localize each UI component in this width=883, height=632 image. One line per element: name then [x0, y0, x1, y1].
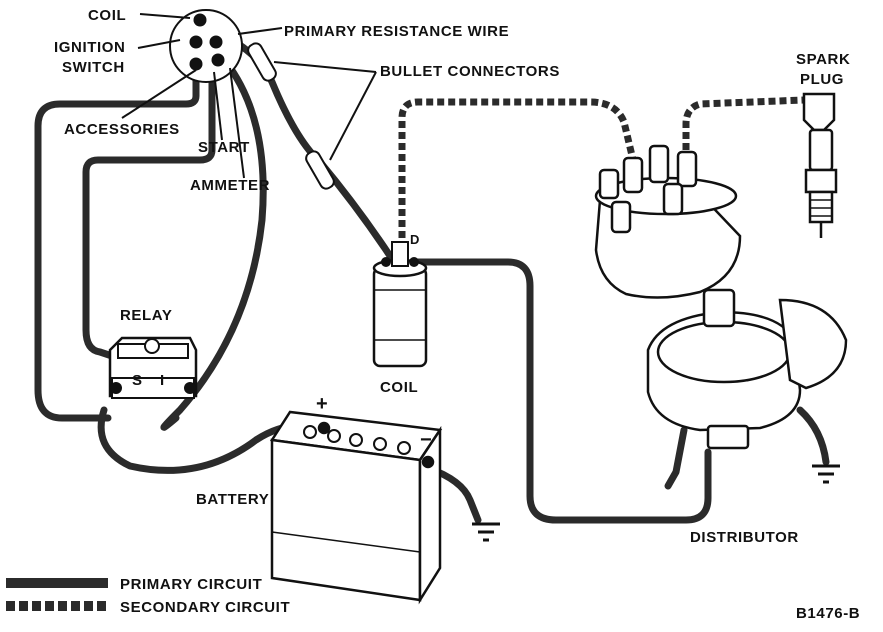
label-start: START — [198, 139, 250, 156]
legend: PRIMARY CIRCUIT SECONDARY CIRCUIT — [6, 576, 290, 616]
legend-primary-label: PRIMARY CIRCUIT — [120, 576, 262, 593]
accessories-wire — [34, 66, 200, 422]
battery-plus-sign: + — [316, 393, 328, 415]
spark-plug — [802, 92, 838, 238]
switch-terminal-coil — [193, 13, 207, 27]
coil-distributor-wire — [412, 258, 712, 524]
cap-tower-5 — [610, 200, 632, 234]
label-distributor: DISTRIBUTOR — [690, 529, 799, 546]
distributor-ground-wire — [796, 406, 830, 466]
start-wire — [82, 66, 216, 362]
relay-s-terminal: S — [132, 372, 143, 389]
bullet-connector-upper — [247, 42, 277, 82]
cap-tower-4 — [676, 150, 698, 188]
bullet-connectors — [247, 42, 335, 190]
legend-primary-swatch — [6, 578, 108, 588]
battery — [269, 410, 443, 605]
label-switch: SWITCH — [62, 59, 125, 76]
secondary-wires — [398, 96, 805, 238]
label-primary-resistance-wire: PRIMARY RESISTANCE WIRE — [284, 23, 509, 40]
battery-minus-sign: − — [420, 429, 432, 451]
distributor-ground-symbol — [812, 464, 840, 484]
battery-cell-cap-1 — [303, 425, 317, 439]
label-ignition: IGNITION — [54, 39, 125, 56]
label-coil: COIL — [380, 379, 418, 396]
battery-cell-cap-2 — [327, 429, 341, 443]
ammeter-wire — [160, 58, 267, 431]
coil-terminal-label: D — [410, 232, 419, 247]
battery-ground-symbol — [472, 522, 500, 542]
cap-to-plug-wire — [682, 96, 805, 150]
ignition-switch — [169, 9, 243, 83]
label-accessories: ACCESSORIES — [64, 121, 180, 138]
battery-negative-terminal — [421, 455, 435, 469]
cap-tower-3 — [648, 144, 670, 184]
distributor-body — [646, 288, 848, 450]
cap-tower-1 — [598, 168, 620, 200]
label-battery: BATTERY — [196, 491, 269, 508]
label-relay: RELAY — [120, 307, 172, 324]
bullet-connector-lower — [305, 150, 335, 190]
label-coil-top: COIL — [88, 7, 126, 24]
switch-terminal-accessories — [209, 35, 223, 49]
battery-cell-cap-4 — [373, 437, 387, 451]
switch-terminal-ignition — [189, 35, 203, 49]
cap-tower-6 — [662, 182, 684, 216]
relay-i-terminal: I — [160, 372, 165, 389]
switch-terminal-ammeter — [211, 53, 225, 67]
distributor-cap — [594, 144, 742, 299]
cap-tower-2 — [622, 156, 644, 194]
ignition-coil: D — [372, 232, 428, 368]
switch-terminal-start — [189, 57, 203, 71]
legend-secondary-label: SECONDARY CIRCUIT — [120, 599, 290, 616]
battery-positive-terminal — [317, 421, 331, 435]
label-plug: PLUG — [800, 71, 844, 88]
figure-code: B1476-B — [796, 605, 860, 622]
label-bullet-connectors: BULLET CONNECTORS — [380, 63, 560, 80]
battery-cell-cap-5 — [397, 441, 411, 455]
battery-cell-cap-3 — [349, 433, 363, 447]
distributor-side-lead — [664, 426, 688, 490]
starter-relay: S I — [108, 336, 198, 399]
coil-to-cap-wire — [398, 98, 638, 238]
label-spark: SPARK — [796, 51, 850, 68]
leader-lines — [121, 13, 377, 179]
label-ammeter: AMMETER — [190, 177, 270, 194]
